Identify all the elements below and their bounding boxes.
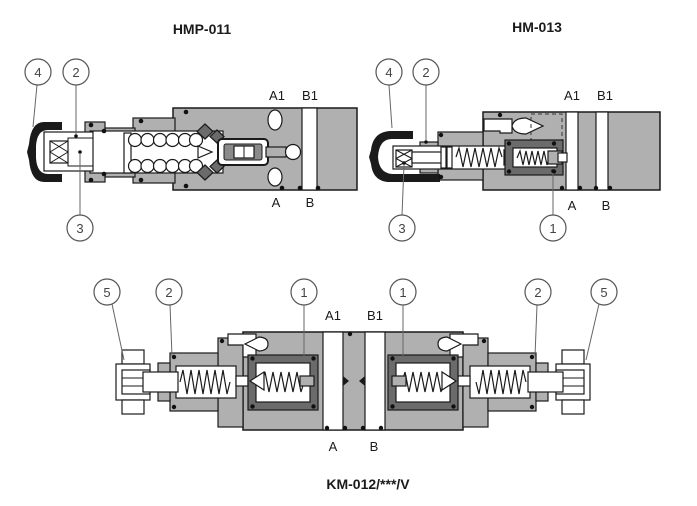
km-right-spring: [475, 369, 527, 395]
port-label-a: A: [329, 439, 338, 454]
port-label-a: A: [568, 198, 577, 213]
callout-2-circle: [412, 58, 440, 86]
km-left-handwheel: [115, 349, 179, 415]
callout-4-number: 4: [385, 65, 392, 80]
callout-2-circle-left: [155, 278, 183, 306]
hmp-crosshatch-element: [49, 140, 69, 164]
diagram-title-hm-013: HM-013: [512, 19, 562, 35]
km-right-shaft: [527, 371, 564, 393]
callout-3-number: 3: [398, 221, 405, 236]
port-label-b: B: [306, 195, 315, 210]
hmp-end-cap: [27, 122, 62, 182]
km-right-pilot-poppet: [437, 336, 463, 352]
km-right-handwheel: [527, 349, 591, 415]
callout-3-circle: [388, 214, 416, 242]
hm-seal-dots: [438, 112, 613, 191]
km-center-notch-right: [359, 376, 365, 386]
callout-1-circle-right: [389, 278, 417, 306]
hm-spring-guide: [440, 146, 453, 169]
port-label-a1: A1: [269, 88, 285, 103]
callout-1-circle-left: [290, 278, 318, 306]
callout-5-circle-left: [93, 278, 121, 306]
callout-2-circle: [62, 58, 90, 86]
km-right-spring-chamber: [469, 365, 531, 399]
hmp-ball: [284, 143, 302, 161]
callout-4-number: 4: [34, 65, 41, 80]
hmp-stem: [265, 146, 287, 158]
km-left-spring: [179, 369, 231, 395]
callout-1-number-right: 1: [399, 285, 406, 300]
port-label-a1: A1: [325, 308, 341, 323]
km-callouts: 5 2 1 1 2 5: [93, 278, 618, 361]
callout-1-number: 1: [549, 221, 556, 236]
callout-5-number-left: 5: [103, 285, 110, 300]
hm-port-b-channel: [595, 111, 609, 191]
km-left-spring-chamber: [175, 365, 237, 399]
hm-spring: [455, 145, 503, 168]
hm-stem: [411, 151, 443, 164]
port-label-a1: A1: [564, 88, 580, 103]
hmp-port-a-hole: [267, 167, 283, 187]
valve-km-012-drawing: 5 2 1 1 2 5 A1 B1 A B KM-012/***/V: [93, 278, 618, 492]
valve-hmp-011-drawing: 4 2 3 HMP-011 A1 B1 A B: [24, 21, 358, 242]
callout-2-number: 2: [72, 65, 79, 80]
km-right-pilot-passage: [449, 333, 479, 358]
diagram-title-hmp-011: HMP-011: [173, 21, 232, 37]
km-port-b-channel: [364, 331, 386, 431]
hmp-seal-dots: [88, 109, 321, 191]
port-label-b1: B1: [302, 88, 318, 103]
km-left-shaft: [142, 371, 179, 393]
hmp-port-b-channel: [301, 107, 318, 191]
callout-3-circle: [66, 214, 94, 242]
callout-4-circle: [375, 58, 403, 86]
hm-pilot-poppet: [511, 117, 545, 135]
km-port-a-channel: [322, 331, 344, 431]
hmp-port-a1-hole: [267, 109, 283, 131]
km-center-notch-left: [343, 376, 349, 386]
hm-end-cap: [369, 131, 440, 182]
callout-2-number: 2: [422, 65, 429, 80]
hm-port-a-channel: [565, 111, 579, 191]
port-label-b1: B1: [367, 308, 383, 323]
km-right-cartridge: [387, 354, 459, 411]
km-left-pilot-passage: [227, 333, 257, 358]
hmp-callouts: 4 2 3: [24, 58, 94, 242]
port-label-b: B: [602, 198, 611, 213]
callout-2-circle-right: [524, 278, 552, 306]
callout-5-circle-right: [590, 278, 618, 306]
hmp-poppet: [217, 138, 302, 166]
callout-3-number: 3: [76, 221, 83, 236]
diagram-title-km-012: KM-012/***/V: [326, 476, 410, 492]
callout-2-number-right: 2: [534, 285, 541, 300]
km-seal-dots: [171, 331, 535, 431]
hm-pilot-passage: [483, 118, 513, 134]
hm-callouts: 4 2 3 1: [375, 58, 567, 242]
callout-5-number-right: 5: [600, 285, 607, 300]
port-label-b1: B1: [597, 88, 613, 103]
km-left-pilot-poppet: [243, 336, 269, 352]
hm-cartridge: [504, 139, 568, 176]
port-label-a: A: [272, 195, 281, 210]
callout-1-circle: [539, 214, 567, 242]
km-right-stem-bore: [457, 375, 471, 387]
hmp-spring: [123, 132, 204, 174]
callout-1-number-left: 1: [300, 285, 307, 300]
km-left-stem-bore: [235, 375, 249, 387]
km-left-cartridge: [247, 354, 319, 411]
valve-hm-013-drawing: 4 2 3 1 HM-013 A1 B1 A B: [369, 19, 661, 242]
callout-2-number-left: 2: [165, 285, 172, 300]
port-label-b: B: [370, 439, 379, 454]
callout-4-circle: [24, 58, 52, 86]
